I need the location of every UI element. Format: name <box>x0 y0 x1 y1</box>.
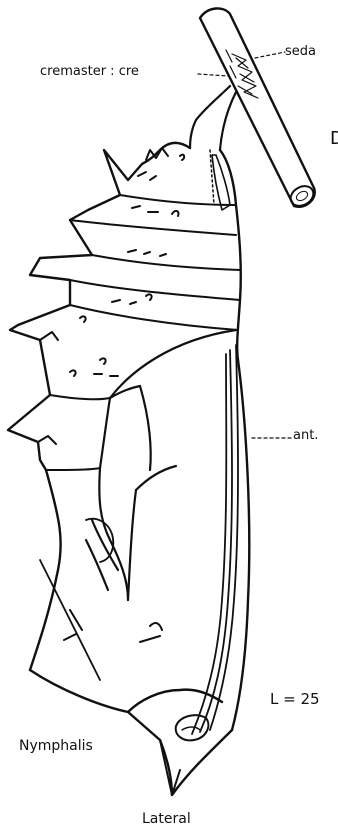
silk-pad <box>226 50 285 98</box>
cremaster <box>190 74 236 150</box>
genus-label: Nymphalis <box>19 738 93 754</box>
seda-label: seda <box>285 44 316 59</box>
twig-outline <box>200 8 315 206</box>
panel-letter: D <box>330 128 338 149</box>
seda-leader <box>255 52 285 58</box>
abdominal-segments <box>46 195 240 470</box>
view-label: Lateral <box>142 811 191 827</box>
cremaster-leader <box>198 74 228 76</box>
length-label: L = 25 <box>270 690 320 708</box>
antenna-label: ant. <box>293 428 318 443</box>
pupa-dorsal-outline <box>8 143 190 670</box>
wing-case <box>86 330 236 600</box>
cremaster-label: cremaster : cre <box>40 64 139 79</box>
pupa-ventral-outline <box>30 670 232 795</box>
twig <box>200 8 317 209</box>
